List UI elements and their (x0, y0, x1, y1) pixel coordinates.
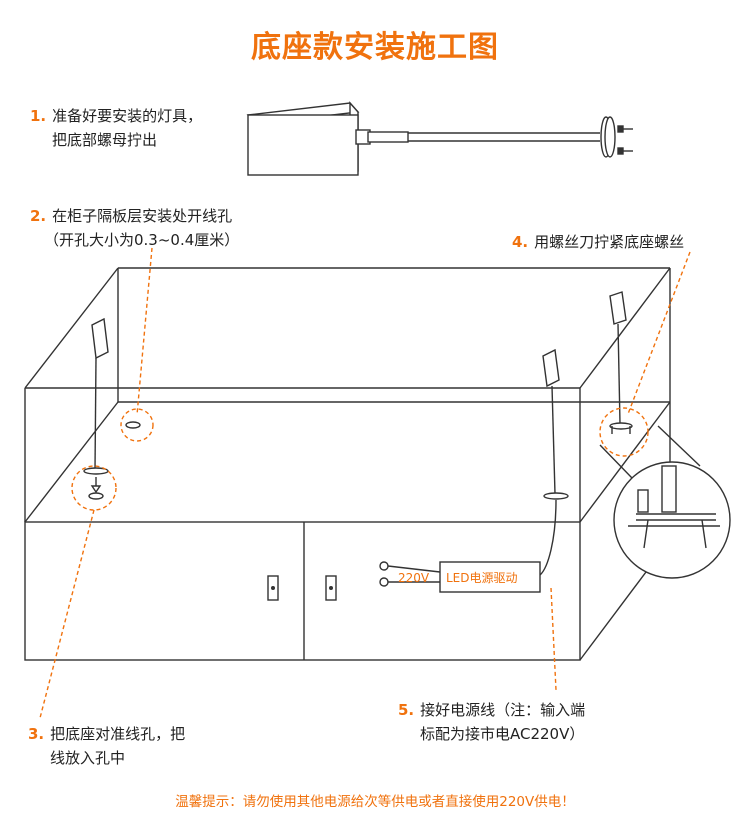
terminal-icon (379, 561, 389, 571)
step-3-line-2: 线放入孔中 (50, 749, 126, 767)
display-case (24, 267, 671, 523)
arrow-down-icon (90, 477, 102, 494)
terminal-icon (379, 577, 389, 587)
page-title: 底座款安装施工图 (251, 30, 499, 65)
step-1-line-1: 准备好要安装的灯具， (52, 107, 203, 125)
step-3-line-1: 把底座对准线孔，把 (50, 725, 186, 743)
led-driver (379, 561, 541, 593)
step-3: 3. 把底座对准线孔，把 线放入孔中 (28, 722, 185, 770)
lamp-illustration (246, 101, 633, 176)
step-2-line-1: 在柜子隔板层安装处开线孔 (52, 207, 233, 225)
step-4-number: 4. (512, 233, 529, 251)
step-1: 1. 准备好要安装的灯具， 把底部螺母拧出 (30, 104, 202, 152)
step-2-number: 2. (30, 207, 47, 225)
callout-lines (39, 247, 691, 719)
cabinet-body (24, 402, 671, 661)
lamp-back-right (609, 291, 633, 434)
step-1-line-2: 把底部螺母拧出 (52, 131, 158, 149)
lamp-center (539, 348, 569, 576)
driver-name-label: LED电源驱动 (446, 571, 518, 585)
step-5-number: 5. (398, 701, 415, 719)
step-2-line-2: （开孔大小为0.3~0.4厘米） (44, 231, 240, 249)
lamp-left (83, 317, 109, 500)
door-handle-left (267, 575, 279, 601)
screw-icon (617, 125, 633, 155)
step-4-line-1: 用螺丝刀拧紧底座螺丝 (534, 233, 685, 251)
driver-voltage-label: 220V (398, 571, 430, 585)
step-5: 5. 接好电源线（注：输入端 标配为接市电AC220V） (398, 698, 585, 746)
step-4: 4. 用螺丝刀拧紧底座螺丝 (512, 230, 684, 254)
step-2: 2. 在柜子隔板层安装处开线孔 （开孔大小为0.3~0.4厘米） (30, 204, 239, 252)
warning-footer: 温馨提示：请勿使用其他电源给次等供电或者直接使用220V供电！ (175, 794, 575, 810)
cable-hole (125, 421, 141, 429)
door-handle-right (325, 575, 337, 601)
lamp-head (247, 114, 359, 176)
step-5-line-2: 标配为接市电AC220V） (420, 725, 585, 743)
step-5-line-1: 接好电源线（注：输入端 (420, 701, 586, 719)
detail-zoom (599, 425, 731, 579)
step-1-number: 1. (30, 107, 47, 125)
step-3-number: 3. (28, 725, 45, 743)
